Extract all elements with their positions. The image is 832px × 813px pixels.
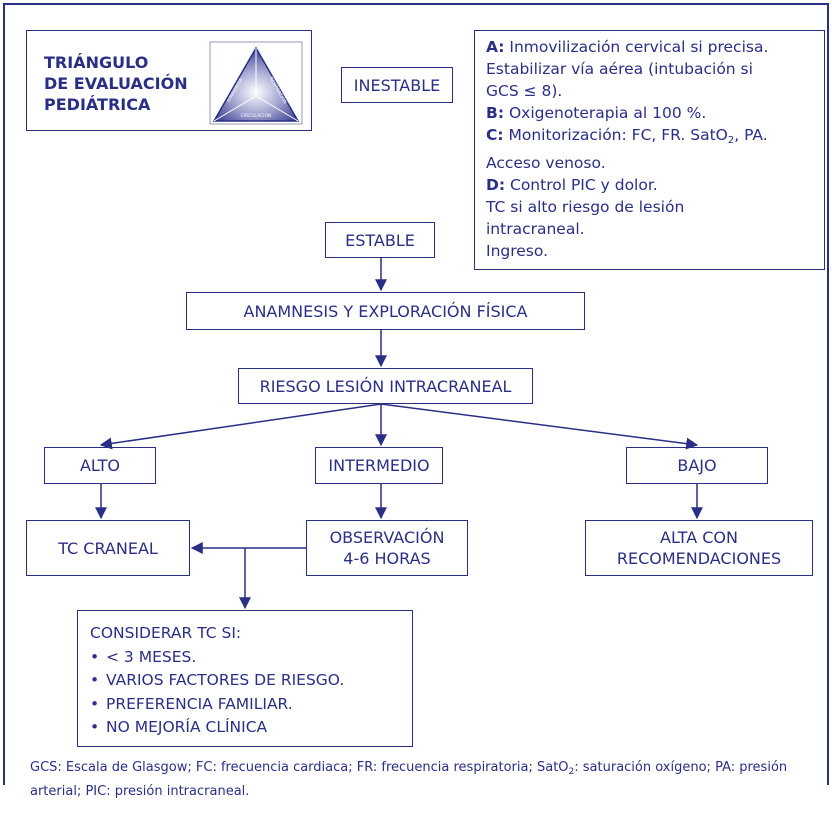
estable-node: ESTABLE (325, 222, 435, 258)
considerar-item: PREFERENCIA FAMILIAR. (90, 693, 344, 717)
inestable-node: INESTABLE (341, 67, 453, 103)
riesgo-node: RIESGO LESIÓN INTRACRANEAL (238, 368, 533, 404)
anamnesis-label: ANAMNESIS Y EXPLORACIÓN FÍSICA (243, 301, 528, 321)
riesgo-label: RIESGO LESIÓN INTRACRANEAL (259, 376, 512, 396)
anamnesis-node: ANAMNESIS Y EXPLORACIÓN FÍSICA (186, 292, 585, 330)
abcd-a-line2: Estabilizar vía aérea (intubación si (486, 60, 753, 78)
footnote-part1: GCS: Escala de Glasgow; FC: frecuencia c… (30, 760, 569, 775)
tri-label-bottom: CIRCULACIÓN (241, 112, 272, 119)
pat-title-line3: PEDIÁTRICA (44, 95, 151, 114)
considerar-list: CONSIDERAR TC SI: < 3 MESES. VARIOS FACT… (90, 622, 344, 740)
considerar-item: NO MEJORÍA CLÍNICA (90, 716, 344, 740)
alta-label-2: RECOMENDACIONES (616, 549, 782, 568)
alta-node: ALTA CON RECOMENDACIONES (585, 520, 813, 576)
arrow-riesgo-bajo (380, 403, 699, 450)
arrow-riesgo-alto (99, 403, 382, 450)
abcd-text: A: Inmovilización cervical si precisa. E… (486, 36, 768, 262)
abcd-tc-line2: intracraneal. (486, 220, 585, 238)
abcd-c-text-1: Monitorización: FC, FR. SatO (503, 126, 728, 144)
abcd-d-text: Control PIC y dolor. (505, 176, 658, 194)
abcd-a-line3: GCS ≤ 8). (486, 82, 563, 100)
footnote: GCS: Escala de Glasgow; FC: frecuencia c… (30, 758, 820, 802)
abcd-b: B: Oxigenoterapia al 100 %. (486, 102, 768, 124)
abcd-tc-line1: TC si alto riesgo de lesión (486, 198, 685, 216)
abcd-a-key: A: (486, 38, 505, 56)
intermedio-label: INTERMEDIO (328, 456, 430, 475)
abcd-d-key: D: (486, 176, 506, 194)
abcd-c-line2: Acceso venoso. (486, 154, 606, 172)
considerar-title: CONSIDERAR TC SI: (90, 624, 242, 642)
abcd-c-text-2: , PA. (734, 126, 768, 144)
observacion-node: OBSERVACIÓN 4-6 HORAS (306, 520, 468, 576)
pat-title-line1: TRIÁNGULO (44, 53, 149, 72)
inestable-label: INESTABLE (353, 75, 441, 95)
abcd-b-key: B: (486, 104, 505, 122)
footnote-part2: : saturación oxígeno; PA: presión arteri… (30, 760, 788, 799)
observacion-label-2: 4-6 HORAS (343, 549, 431, 568)
pat-title-line2: DE EVALUACIÓN (44, 74, 188, 93)
considerar-item: VARIOS FACTORES DE RIESGO. (90, 669, 344, 693)
observacion-label-1: OBSERVACIÓN (329, 528, 445, 547)
abcd-a: A: Inmovilización cervical si precisa. (486, 36, 768, 58)
abcd-d: D: Control PIC y dolor. (486, 174, 768, 196)
abcd-a-text: Inmovilización cervical si precisa. (504, 38, 769, 56)
abcd-b-text: Oxigenoterapia al 100 %. (504, 104, 707, 122)
abcd-c-key: C: (486, 126, 504, 144)
estable-label: ESTABLE (345, 230, 415, 250)
outer-border (3, 3, 829, 785)
considerar-items: < 3 MESES. VARIOS FACTORES DE RIESGO. PR… (90, 646, 344, 740)
bajo-label: BAJO (677, 456, 717, 475)
pat-title: TRIÁNGULO DE EVALUACIÓN PEDIÁTRICA (44, 52, 188, 115)
alta-label-1: ALTA CON (660, 528, 738, 547)
tc-craneal-label: TC CRANEAL (58, 538, 158, 558)
alto-label: ALTO (79, 456, 121, 475)
footnote-sub: 2 (568, 767, 575, 777)
abcd-box (474, 30, 825, 270)
abcd-c: C: Monitorización: FC, FR. SatO2, PA. (486, 124, 768, 152)
abcd-c-sub: 2 (727, 135, 735, 146)
considerar-item: < 3 MESES. (90, 646, 344, 670)
abcd-ingreso: Ingreso. (486, 242, 549, 260)
tc-craneal-node: TC CRANEAL (26, 520, 190, 576)
pat-triangle-icon: APARIENCIA RESPIRACIÓN CIRCULACIÓN (209, 41, 303, 125)
alto-node: ALTO (44, 447, 156, 484)
intermedio-node: INTERMEDIO (315, 447, 443, 484)
